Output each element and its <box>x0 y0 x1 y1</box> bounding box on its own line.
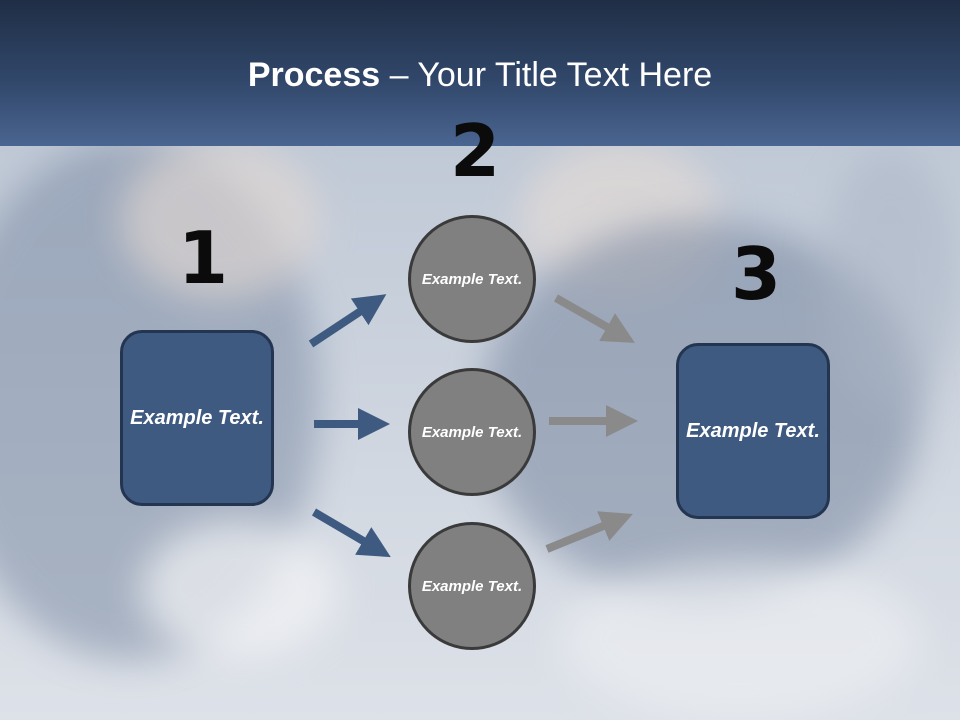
step-2-circle-middle-label: Example Text. <box>421 423 523 441</box>
title-bold: Process <box>247 56 381 94</box>
arrow-2-to-3-bottom <box>545 511 633 553</box>
step-3-box: Example Text. <box>676 343 830 519</box>
step-2-circle-bottom: Example Text. <box>408 522 536 650</box>
step-1-label: Example Text. <box>130 406 264 429</box>
step-3-number: 3 <box>731 232 782 316</box>
slide-title: Process – Your Title Text Here <box>0 52 960 98</box>
step-1-box: Example Text. <box>120 330 274 506</box>
step-2-circle-top: Example Text. <box>408 215 536 343</box>
step-3-label: Example Text. <box>686 419 820 442</box>
step-2-circle-bottom-label: Example Text. <box>421 577 523 595</box>
step-1-number: 1 <box>178 216 229 300</box>
arrow-2-to-3-top <box>554 294 635 343</box>
title-rest: – Your Title Text Here <box>380 56 713 94</box>
arrow-1-to-2-top <box>308 294 387 348</box>
arrow-1-to-2-bottom <box>311 508 391 558</box>
title-bar: Process – Your Title Text Here <box>0 0 960 146</box>
step-2-circle-middle: Example Text. <box>408 368 536 496</box>
step-2-circle-top-label: Example Text. <box>421 270 523 288</box>
step-2-number: 2 <box>450 109 501 193</box>
